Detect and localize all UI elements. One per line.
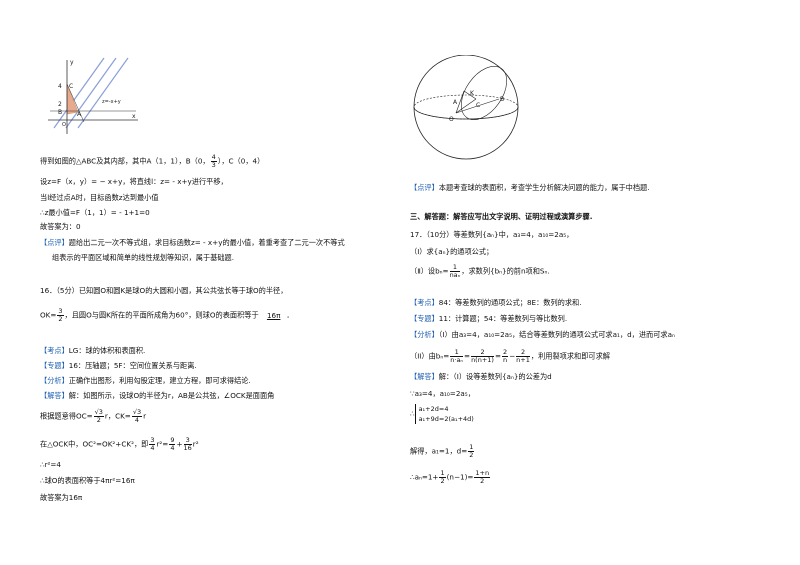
svg-text:B: B xyxy=(58,109,62,116)
svg-text:A: A xyxy=(77,111,82,118)
svg-text:z=-x+y: z=-x+y xyxy=(102,99,121,105)
zhuanti-16: 【专题】16：压轴题；5F：空间位置关系与距离. xyxy=(40,361,197,370)
kaodian-16: 【考点】LG：球的体积和表面积. xyxy=(40,346,146,355)
step-given: ∵a₃=4，a₁₀=2a₅， xyxy=(410,389,475,398)
text-objective: 设z=F（x，y）= − x+y，将直线l：z= - x+y进行平移， xyxy=(40,177,228,186)
sphere-outline xyxy=(413,55,519,160)
label-c: C xyxy=(69,83,73,90)
question-17-part-1: （Ⅰ）求{aₙ}的通项公式； xyxy=(410,247,494,256)
svg-text:2: 2 xyxy=(58,101,62,108)
step-r-squared: ∴r²=4 xyxy=(40,460,62,469)
text-answer: 故答案为：0 xyxy=(40,222,81,231)
svg-text:O: O xyxy=(449,116,454,123)
comment-16: 【点评】本题考查球的表面积，考查学生分析解决问题的能力，属于中档题. xyxy=(410,183,650,192)
svg-text:B: B xyxy=(500,96,504,103)
svg-text:O: O xyxy=(62,122,66,128)
svg-text:C: C xyxy=(476,102,480,109)
svg-text:K: K xyxy=(470,90,475,97)
text-min-point: 当l经过点A时，目标函数z达到最小值 xyxy=(40,193,159,202)
comment-block: 【点评】题给出二元一次不等式组，求目标函数z= - x+y的最小值，着重考查了二… xyxy=(40,238,345,247)
feasible-region-graph: C 4 2 B A O x y z=-x+y xyxy=(48,57,138,134)
svg-text:A: A xyxy=(453,99,458,106)
question-17: 17．（10分）等差数列{aₙ}中，a₃=4，a₁₀=2a₅， xyxy=(410,230,574,239)
svg-text:y: y xyxy=(70,59,74,66)
sphere-diagram: K A B C O xyxy=(413,55,519,160)
final-answer-16: 故答案为16π xyxy=(40,493,83,502)
fenxi-16: 【分析】正确作出图形，利用勾股定理，建立方程，即可求得结论. xyxy=(40,376,251,385)
svg-text:4: 4 xyxy=(58,83,62,90)
svg-text:x: x xyxy=(132,113,136,120)
comment-block-line2: 组表示的平面区域和简单的线性规划等知识，属于基础题. xyxy=(52,253,234,262)
answer-blank: 16π xyxy=(266,310,281,320)
text-min-value: ∴z最小值=F（1，1）= - 1+1=0 xyxy=(40,208,150,217)
kaodian-17: 【考点】84：等差数列的通项公式；8E：数列的求和. xyxy=(410,298,582,307)
section-3-heading: 三、解答题：解答应写出文字说明、证明过程或演算步骤. xyxy=(410,212,593,221)
zhuanti-17: 【专题】11：计算题；54：等差数列与等比数列. xyxy=(410,314,568,323)
question-16: 16．（5分）已知圆O和圆K是球O的大圆和小圆，其公共弦长等于球O的半径， xyxy=(40,286,288,295)
small-circle xyxy=(461,66,507,120)
step-surface-area: ∴球O的表面积等于4πr²=16π xyxy=(40,476,135,485)
fenxi-17: 【分析】（I）由a₃=4，a₁₀=2a₅，结合等差数列的通项公式可求a₁，d，进… xyxy=(410,330,675,339)
jieda-16: 【解答】解：如图所示，设球O的半径为r，AB是公共弦，∠OCK是面面角 xyxy=(40,391,275,400)
jieda-17: 【解答】解：（I）设等差数列{aₙ}的公差为d xyxy=(410,372,552,381)
